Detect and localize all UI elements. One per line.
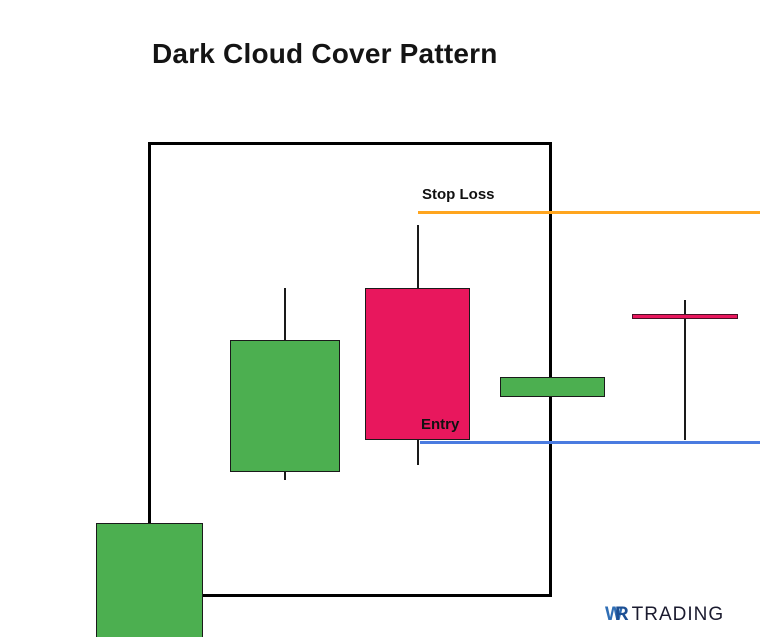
logo-letter-w: W	[605, 604, 623, 625]
chart-title: Dark Cloud Cover Pattern	[152, 38, 498, 69]
stop-loss-line	[418, 211, 760, 214]
pattern-highlight-box	[148, 142, 552, 597]
candle-2-body-bullish	[230, 340, 340, 472]
entry-label: Entry	[421, 416, 460, 433]
candle-5-body-bearish	[632, 314, 738, 319]
candle-1-body-bullish	[96, 523, 203, 637]
candle-4-body-bullish	[500, 377, 605, 397]
candle-5-wick	[684, 300, 686, 440]
stop-loss-label: Stop Loss	[422, 186, 495, 203]
logo-letter-r: R	[614, 604, 629, 625]
entry-line	[420, 441, 760, 444]
logo-wordmark: TRADING	[631, 604, 725, 625]
candle-3-body-bearish	[365, 288, 470, 440]
